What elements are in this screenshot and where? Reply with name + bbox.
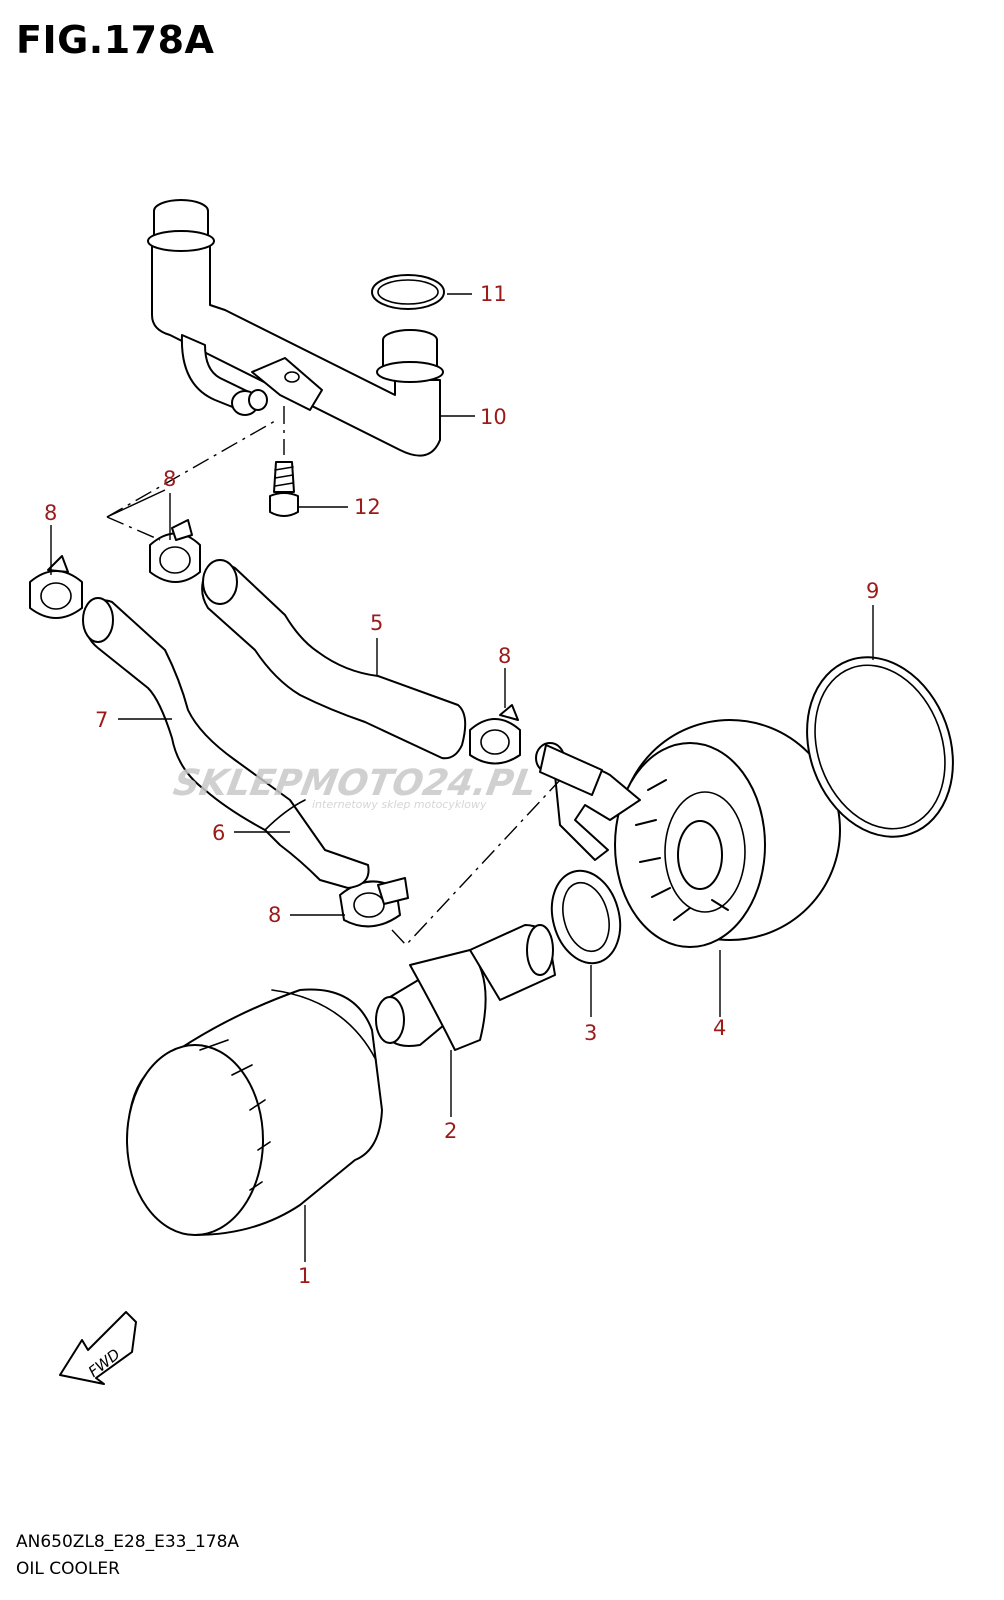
leader-lines [50, 293, 874, 1262]
callout-7: 7 [95, 708, 108, 732]
callout-12: 12 [354, 495, 381, 519]
callout-10: 10 [480, 405, 507, 429]
callout-9: 9 [866, 579, 879, 603]
part-4-oil-cooler[interactable] [535, 719, 841, 948]
callout-8-c: 8 [498, 644, 511, 668]
part-9-o-ring[interactable] [783, 637, 977, 858]
assembly-line-clamp-a [106, 420, 276, 541]
callout-5: 5 [370, 611, 383, 635]
model-code: AN650ZL8_E28_E33_178A [16, 1532, 240, 1552]
callout-6: 6 [212, 821, 225, 845]
callout-8-d: 8 [268, 903, 281, 927]
callout-1: 1 [298, 1264, 311, 1288]
fwd-arrow-icon: FWD [59, 1311, 137, 1385]
callout-8-b: 8 [44, 501, 57, 525]
part-12-bolt[interactable] [269, 461, 299, 517]
watermark-brand: SKLEPMOTO24.PL [170, 761, 540, 804]
part-10-oil-pipe[interactable] [147, 199, 444, 457]
part-8-clamp-a[interactable] [149, 519, 201, 583]
part-3-washer[interactable] [542, 863, 630, 971]
part-1-oil-filter[interactable] [126, 988, 383, 1236]
callout-labels: 11 10 12 8 8 5 8 9 7 6 8 3 4 2 1 [44, 282, 879, 1288]
part-11-o-ring[interactable] [371, 274, 445, 310]
part-2-union-bolt[interactable] [375, 924, 556, 1051]
watermark-tagline: internetowy sklep motocyklowy [312, 798, 487, 811]
assembly-line-clamp-d [391, 779, 561, 947]
section-name: OIL COOLER [16, 1559, 120, 1579]
watermark: SKLEPMOTO24.PL internetowy sklep motocyk… [170, 761, 540, 811]
callout-11: 11 [480, 282, 507, 306]
callout-2: 2 [444, 1119, 457, 1143]
callout-8-a: 8 [163, 467, 176, 491]
part-8-clamp-b[interactable] [29, 555, 83, 619]
part-8-clamp-d[interactable] [339, 877, 409, 928]
part-7-hose[interactable] [82, 597, 370, 889]
callout-3: 3 [584, 1021, 597, 1045]
figure-title: FIG.178A [16, 18, 215, 62]
part-5-hose[interactable] [201, 559, 467, 760]
part-8-clamp-c[interactable] [469, 704, 521, 765]
callout-4: 4 [713, 1016, 726, 1040]
